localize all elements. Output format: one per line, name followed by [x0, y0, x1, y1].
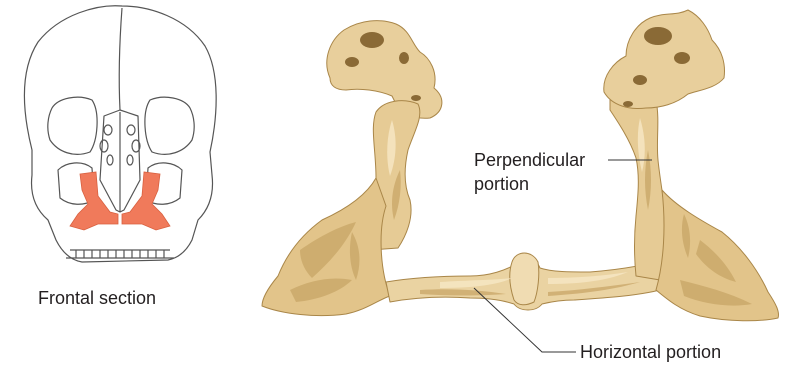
right-perpendicular-shaft [610, 91, 667, 280]
skull-frontal-diagram [24, 6, 216, 262]
perpendicular-label-line2: portion [474, 174, 529, 194]
perpendicular-label-line1: Perpendicular [474, 150, 585, 170]
horizontal-label: Horizontal portion [580, 342, 721, 362]
skull-caption: Frontal section [38, 288, 156, 308]
right-upper-process [604, 10, 725, 108]
nasal-crest [510, 253, 539, 305]
left-upper-process [327, 21, 442, 119]
perpendicular-label: Perpendicular portion [474, 150, 590, 194]
